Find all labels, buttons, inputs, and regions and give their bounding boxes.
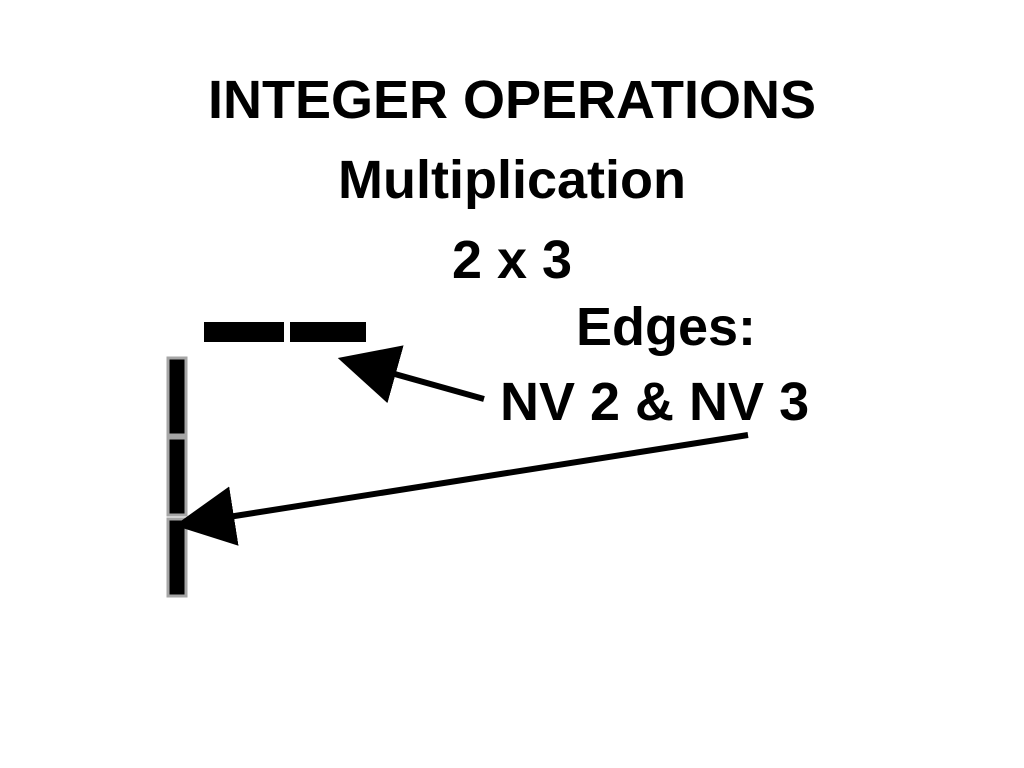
slide-subtitle: Multiplication [338, 150, 686, 210]
vertical-edge [166, 356, 188, 437]
horizontal-edge [290, 322, 366, 342]
vertical-edge [166, 436, 188, 517]
arrow-to-horizontal-edges [337, 345, 485, 404]
title-block: INTEGER OPERATIONS Multiplication 2 x 3 [0, 60, 1024, 300]
vertical-edge [166, 517, 188, 598]
edges-label: Edges: [576, 297, 757, 357]
arrow-to-vertical-edges [174, 432, 749, 546]
vertical-edges [166, 356, 188, 598]
slide-title: INTEGER OPERATIONS [207, 70, 817, 130]
pointer-arrows [174, 345, 749, 546]
horizontal-edges [204, 322, 366, 342]
expression: 2 x 3 [451, 230, 573, 290]
edges-values: NV 2 & NV 3 [500, 372, 810, 432]
horizontal-edge [204, 322, 284, 342]
